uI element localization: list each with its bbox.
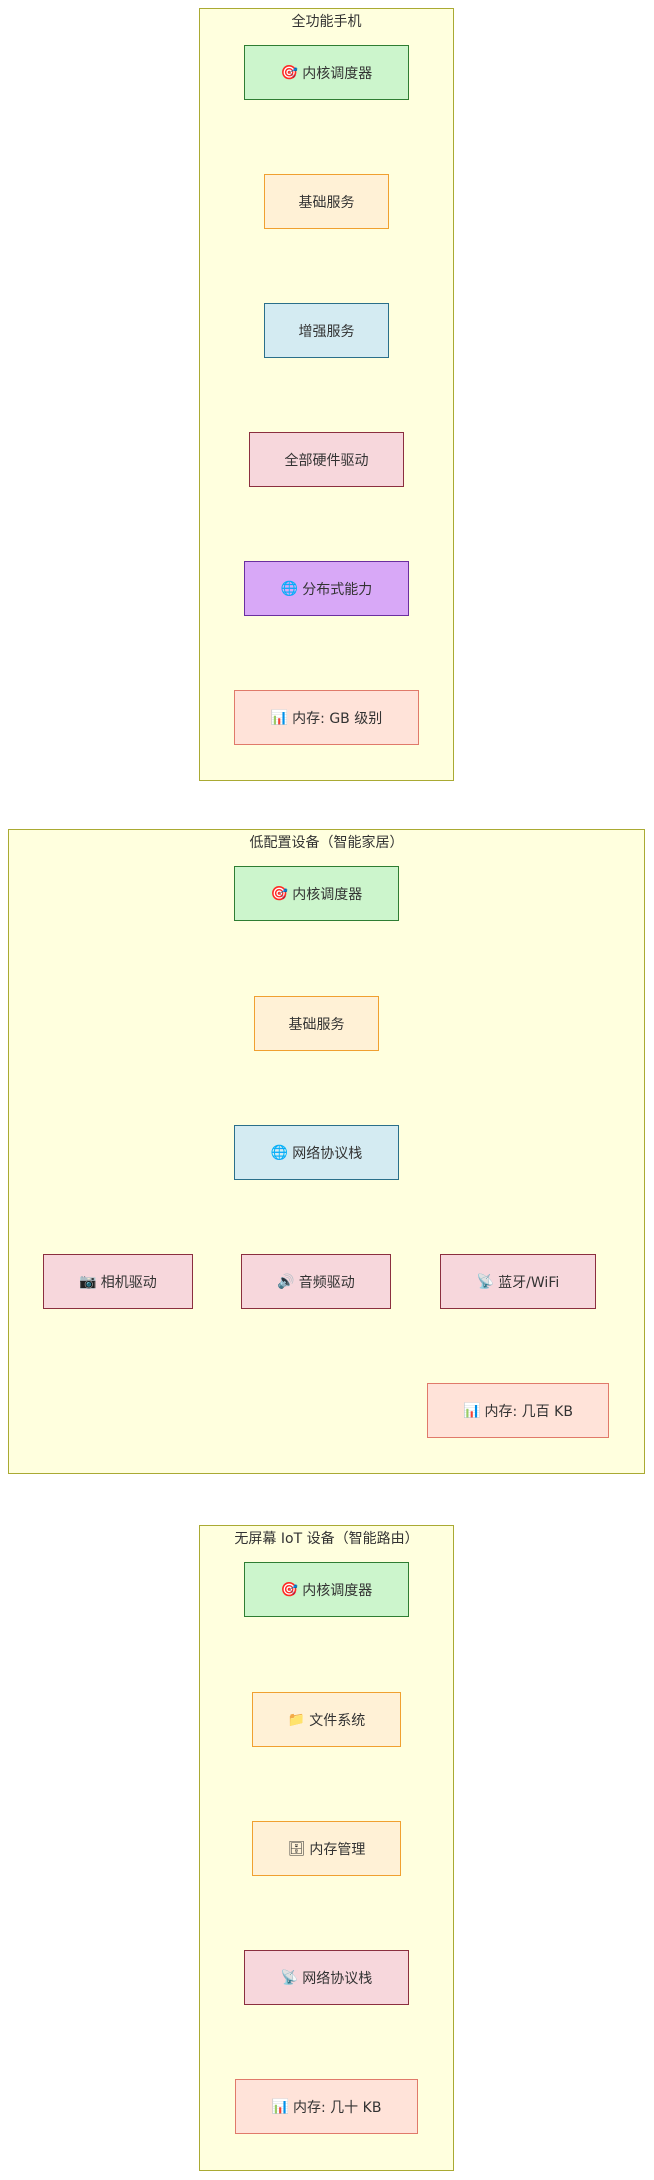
home-kernel-scheduler-node: 🎯 内核调度器	[234, 866, 399, 921]
phone-distributed-node: 🌐 分布式能力	[244, 561, 409, 616]
node-label: 相机驱动	[100, 1274, 157, 1291]
cluster-headless-iot-router: 无屏幕 IoT 设备（智能路由）	[199, 1525, 454, 2171]
node-label: 全部硬件驱动	[284, 452, 369, 469]
router-kernel-scheduler-node: 🎯 内核调度器	[244, 1562, 409, 1617]
target-icon: 🎯	[280, 64, 299, 81]
satellite-antenna-icon: 📡	[280, 1969, 299, 1986]
bar-chart-icon: 📊	[270, 709, 289, 726]
node-label: 文件系统	[309, 1712, 366, 1729]
node-label: 内核调度器	[302, 65, 373, 82]
router-network-stack-node: 📡 网络协议栈	[244, 1950, 409, 2005]
node-label: 内存管理	[309, 1841, 366, 1858]
phone-base-services-node: 基础服务	[264, 174, 389, 229]
phone-memory-node: 📊 内存: GB 级别	[234, 690, 419, 745]
home-base-services-node: 基础服务	[254, 996, 379, 1051]
node-label: 音频驱动	[298, 1274, 355, 1291]
home-camera-driver-node: 📷 相机驱动	[43, 1254, 193, 1309]
node-label: 蓝牙/WiFi	[498, 1274, 560, 1291]
node-label: 分布式能力	[302, 581, 373, 598]
cluster-full-phone: 全功能手机	[199, 8, 454, 781]
router-memory-node: 📊 内存: 几十 KB	[235, 2079, 418, 2134]
bar-chart-icon: 📊	[463, 1402, 481, 1419]
camera-icon: 📷	[79, 1273, 97, 1290]
node-label: 内核调度器	[292, 886, 363, 903]
node-label: 网络协议栈	[292, 1145, 363, 1162]
cluster-title: 低配置设备（智能家居）	[249, 835, 404, 851]
node-label: 内存: GB 级别	[292, 710, 383, 727]
node-label: 基础服务	[298, 194, 355, 211]
globe-icon: 🌐	[270, 1144, 289, 1161]
home-memory-node: 📊 内存: 几百 KB	[427, 1383, 609, 1438]
node-label: 增强服务	[298, 323, 355, 340]
router-file-system-node: 📁 文件系统	[252, 1692, 401, 1747]
node-label: 基础服务	[288, 1016, 345, 1033]
file-cabinet-icon: 🗄	[287, 1840, 306, 1857]
phone-all-drivers-node: 全部硬件驱动	[249, 432, 404, 487]
home-audio-driver-node: 🔊 音频驱动	[241, 1254, 391, 1309]
folder-icon: 📁	[287, 1711, 306, 1728]
node-label: 网络协议栈	[302, 1970, 373, 1987]
globe-icon: 🌐	[280, 580, 299, 597]
node-label: 内存: 几十 KB	[293, 2099, 382, 2116]
home-bluetooth-wifi-node: 📡 蓝牙/WiFi	[440, 1254, 596, 1309]
node-label: 内核调度器	[302, 1582, 373, 1599]
node-label: 内存: 几百 KB	[484, 1403, 573, 1420]
phone-kernel-scheduler-node: 🎯 内核调度器	[244, 45, 409, 100]
cluster-title: 无屏幕 IoT 设备（智能路由）	[234, 1531, 419, 1547]
bar-chart-icon: 📊	[271, 2098, 290, 2115]
satellite-antenna-icon: 📡	[476, 1273, 495, 1290]
target-icon: 🎯	[270, 885, 289, 902]
speaker-icon: 🔊	[277, 1273, 295, 1290]
router-memory-management-node: 🗄 内存管理	[252, 1821, 401, 1876]
target-icon: 🎯	[280, 1581, 299, 1598]
home-network-stack-node: 🌐 网络协议栈	[234, 1125, 399, 1180]
phone-enhanced-services-node: 增强服务	[264, 303, 389, 358]
cluster-title: 全功能手机	[291, 14, 362, 30]
